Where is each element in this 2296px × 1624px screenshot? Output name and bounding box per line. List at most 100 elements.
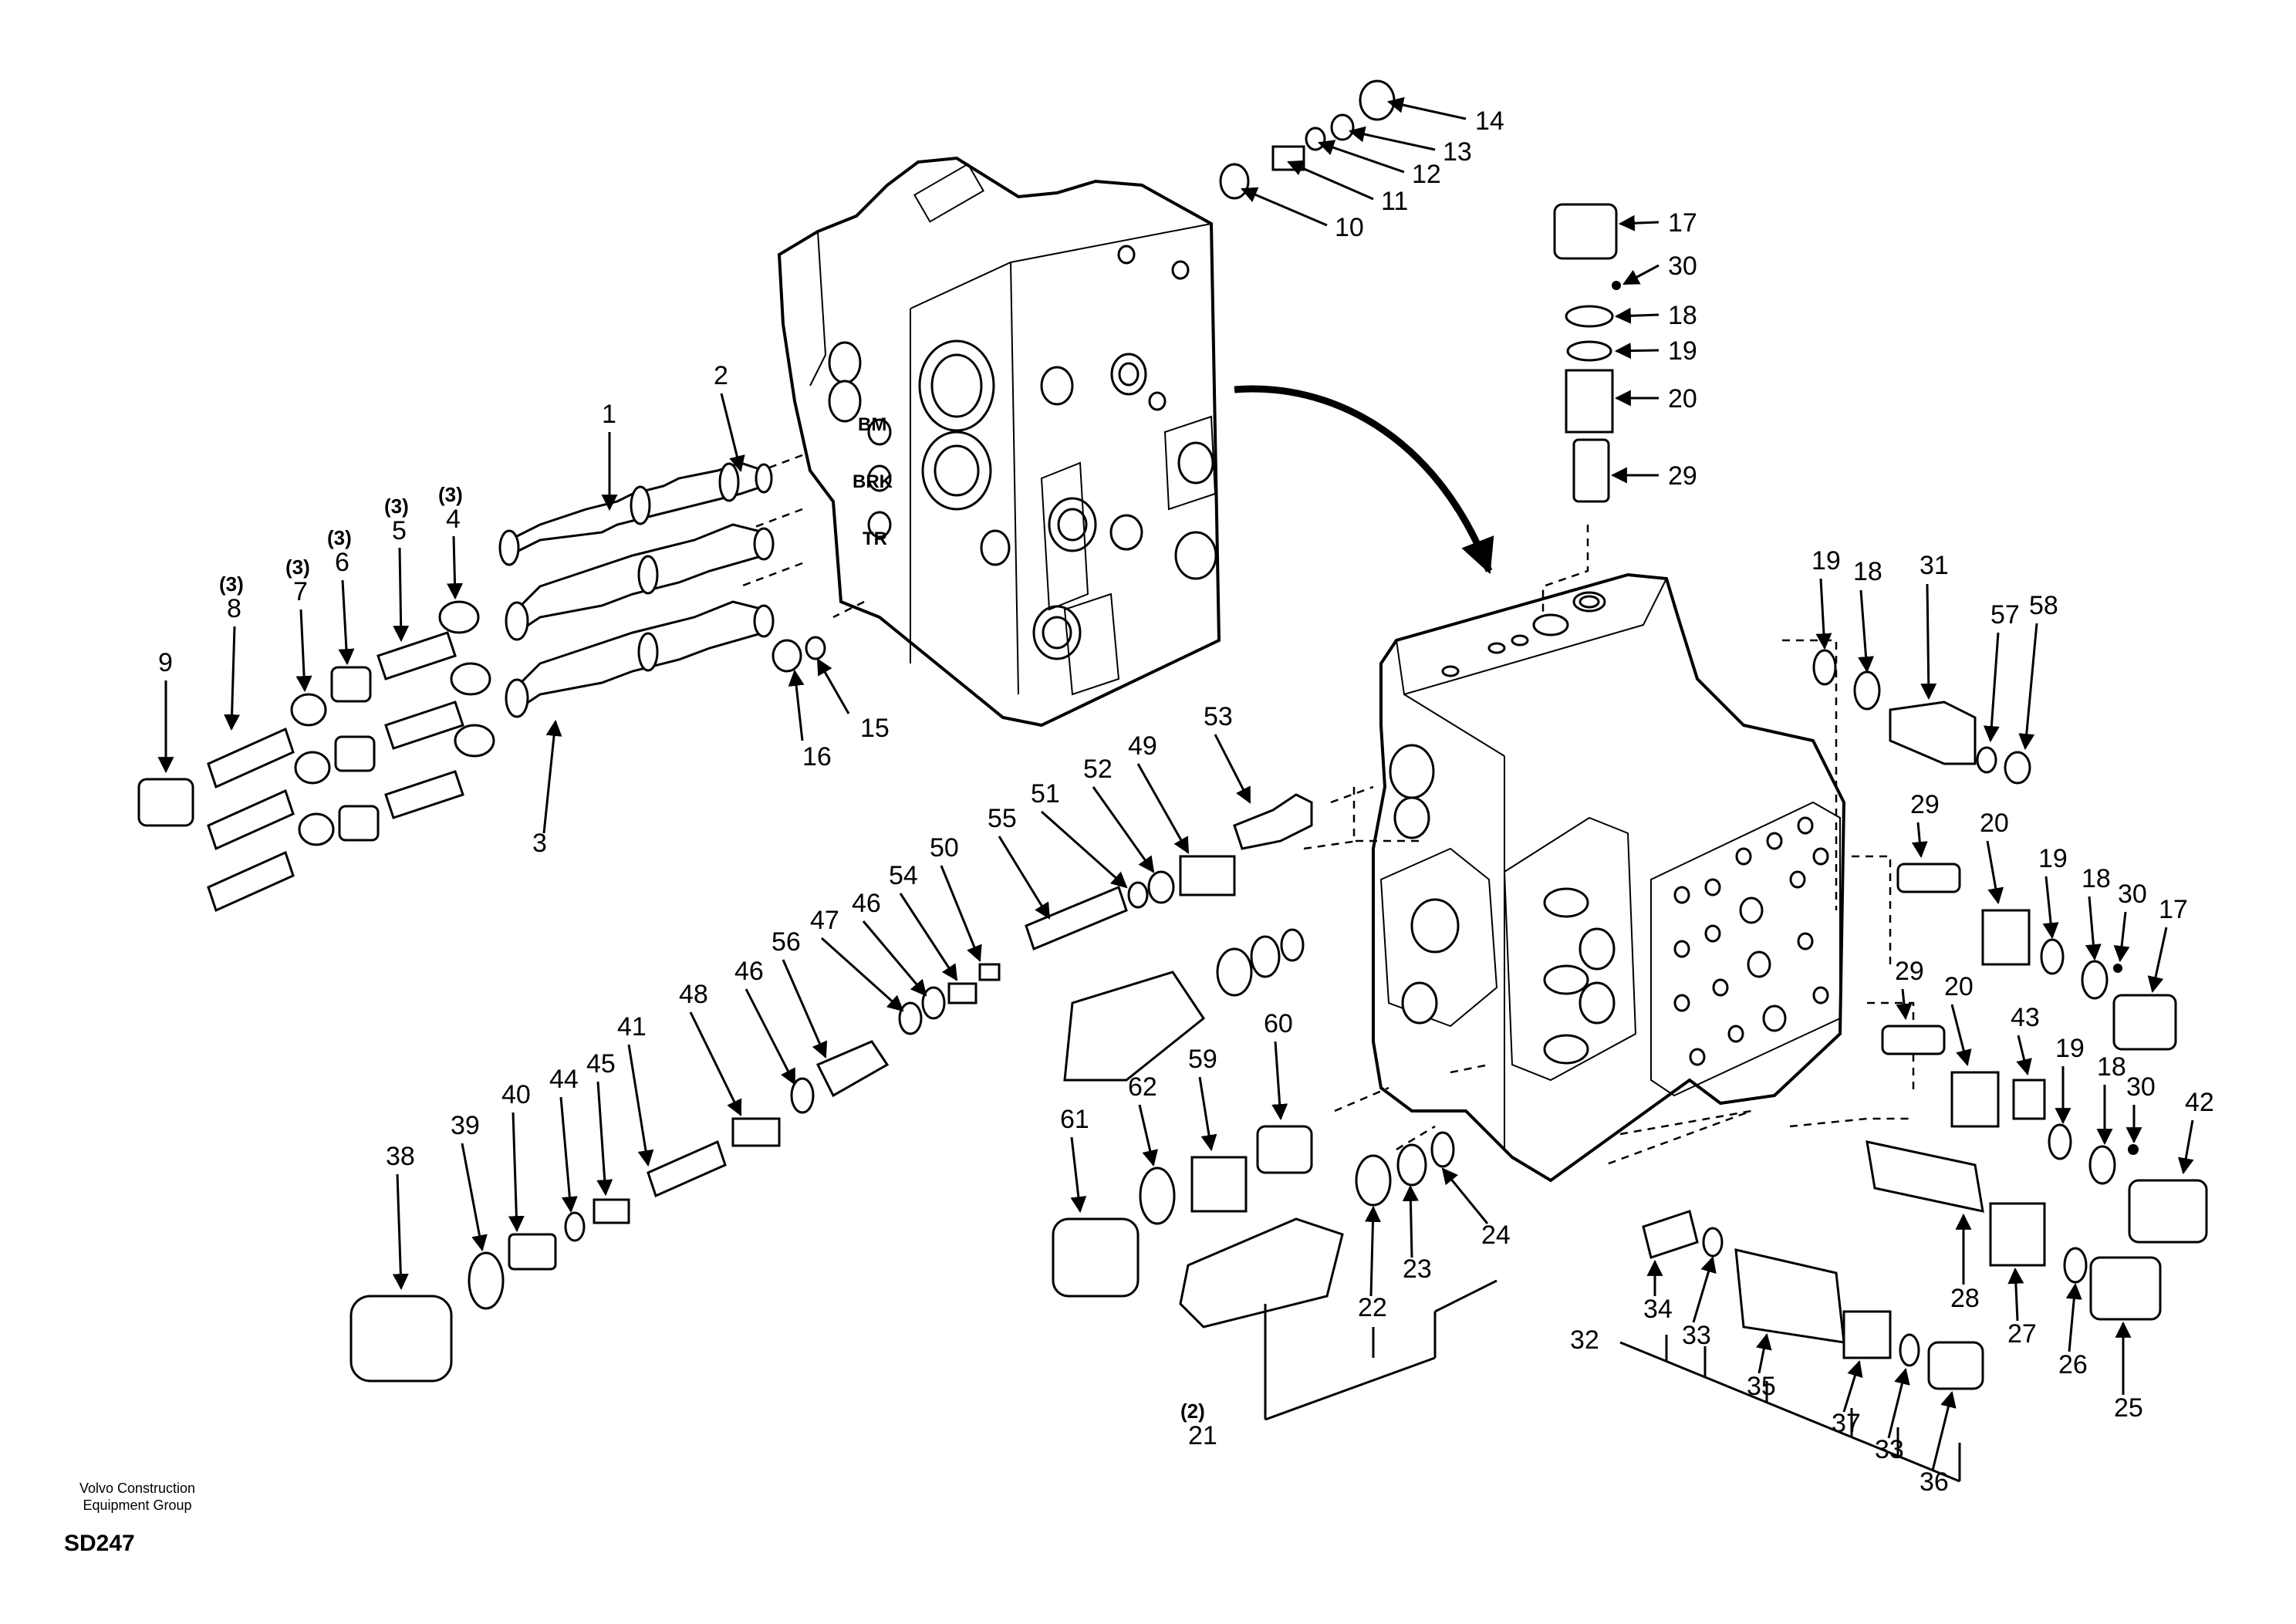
callout-arrow [627, 1044, 654, 1167]
callout-p19d: 19 [2055, 1034, 2085, 1125]
part-number-label: 49 [1128, 731, 1157, 761]
piston-29b [1896, 863, 1961, 893]
plug-58 [2004, 751, 2031, 785]
oring-39 [468, 1251, 505, 1310]
rod-8a [207, 727, 295, 789]
callout-p8: 8(3) [219, 572, 244, 731]
callout-arrow [1271, 1041, 1288, 1121]
callout-arrow [1138, 1104, 1158, 1167]
part-number-label: 11 [1381, 187, 1408, 216]
callout-p34: 34 [1643, 1259, 1673, 1324]
callout-p30a: 30 [1622, 252, 1697, 285]
part-number-label: 58 [2029, 591, 2058, 620]
part-number-label: 19 [2038, 844, 2068, 873]
callout-p48: 48 [679, 980, 742, 1116]
washer-18c [2081, 960, 2109, 1000]
part-number-label: 15 [860, 714, 890, 743]
callout-p38: 38 [386, 1142, 415, 1291]
quantity-label: (3) [219, 572, 244, 596]
callout-arrow [1887, 1367, 1910, 1439]
callout-p7: 7(3) [285, 555, 312, 693]
washer-18b [1853, 670, 1881, 711]
oring-19a [1566, 340, 1612, 362]
callout-p17b: 17 [2147, 895, 2188, 994]
callout-arrow [1365, 1205, 1382, 1297]
spring-20b [1981, 909, 2031, 966]
sleeve-60 [1256, 1125, 1313, 1174]
callout-p25: 25 [2114, 1321, 2143, 1423]
callout-arrow [998, 836, 1051, 920]
callout-p20c: 20 [1944, 972, 1974, 1067]
part-number-label: 28 [1950, 1284, 1980, 1313]
part-number-label: 48 [679, 980, 708, 1009]
spring-37 [1842, 1310, 1892, 1359]
drawing-code: SD247 [64, 1531, 135, 1556]
callout-p46a: 46 [852, 889, 927, 997]
callout-p19c: 19 [2038, 844, 2068, 940]
callout-arrow [1441, 1167, 1489, 1224]
callout-arrow [940, 865, 982, 962]
piston-29a [1572, 438, 1610, 503]
callout-p27: 27 [2007, 1267, 2037, 1349]
part-number-label: 43 [2011, 1003, 2040, 1032]
part-number-label: 33 [1682, 1321, 1711, 1350]
callout-p56: 56 [772, 927, 828, 1058]
part-number-label: 61 [1060, 1105, 1089, 1134]
callout-p55: 55 [988, 804, 1051, 920]
callout-arrow [1920, 583, 1937, 701]
plug-40 [508, 1233, 557, 1271]
part-number-label: 4 [446, 505, 461, 534]
port-label-bm: BM [858, 414, 886, 435]
callout-arrow [1402, 1184, 1419, 1258]
spacer-6c [338, 805, 380, 842]
callout-arrow [1692, 1255, 1717, 1323]
part-number-label: 35 [1747, 1372, 1776, 1401]
callout-p44: 44 [549, 1065, 579, 1214]
callout-arrow [596, 1081, 613, 1197]
callout-p29c: 29 [1895, 957, 1924, 1021]
callout-arrow [1214, 734, 1251, 804]
spacer-6a [330, 666, 372, 703]
plug-25 [2089, 1256, 2162, 1321]
callout-p6: 6(3) [327, 526, 355, 666]
relief-valve-21 [1179, 1217, 1344, 1329]
callout-arrow [1386, 96, 1467, 120]
quantity-label: (3) [384, 495, 409, 518]
quantity-label: (3) [438, 483, 463, 506]
oring-46a [921, 986, 946, 1020]
part-number-label: 60 [1264, 1009, 1293, 1038]
part-number-label: 30 [2126, 1072, 2156, 1102]
callout-p29b: 29 [1910, 790, 1940, 859]
callout-p50: 50 [930, 833, 982, 962]
oring-26 [2063, 1247, 2088, 1284]
callout-arrow [508, 1112, 525, 1233]
callout-arrow [338, 579, 355, 666]
washer-18d [2088, 1145, 2116, 1185]
oring-33b [1899, 1333, 1920, 1367]
washer-23 [1396, 1143, 1427, 1187]
plug-17b [2112, 994, 2177, 1051]
plug-16 [772, 639, 802, 673]
spring-seat-4a [438, 600, 480, 634]
callout-p19b: 19 [1811, 546, 1841, 650]
part-number-label: 1 [602, 400, 616, 429]
callout-arrow [295, 609, 312, 693]
part-number-label: 53 [1204, 702, 1233, 731]
callout-p10: 10 [1241, 187, 1364, 242]
part-number-label: 20 [1668, 384, 1697, 414]
part-number-label: 13 [1443, 137, 1472, 167]
washer-47 [898, 1001, 923, 1035]
part-number-label: 32 [1570, 1325, 1599, 1355]
part-number-label: 41 [617, 1012, 647, 1042]
part-number-label: 62 [1128, 1072, 1157, 1102]
spring-20a [1565, 369, 1614, 434]
part-number-label: 14 [1475, 106, 1504, 136]
oring-51 [1127, 881, 1149, 909]
callout-arrow [2085, 896, 2102, 961]
oring-19c [2040, 938, 2065, 975]
callout-arrow [447, 535, 464, 600]
callout-p54: 54 [889, 861, 958, 981]
part-number-label: 25 [2114, 1393, 2143, 1423]
oring-15 [805, 636, 826, 660]
